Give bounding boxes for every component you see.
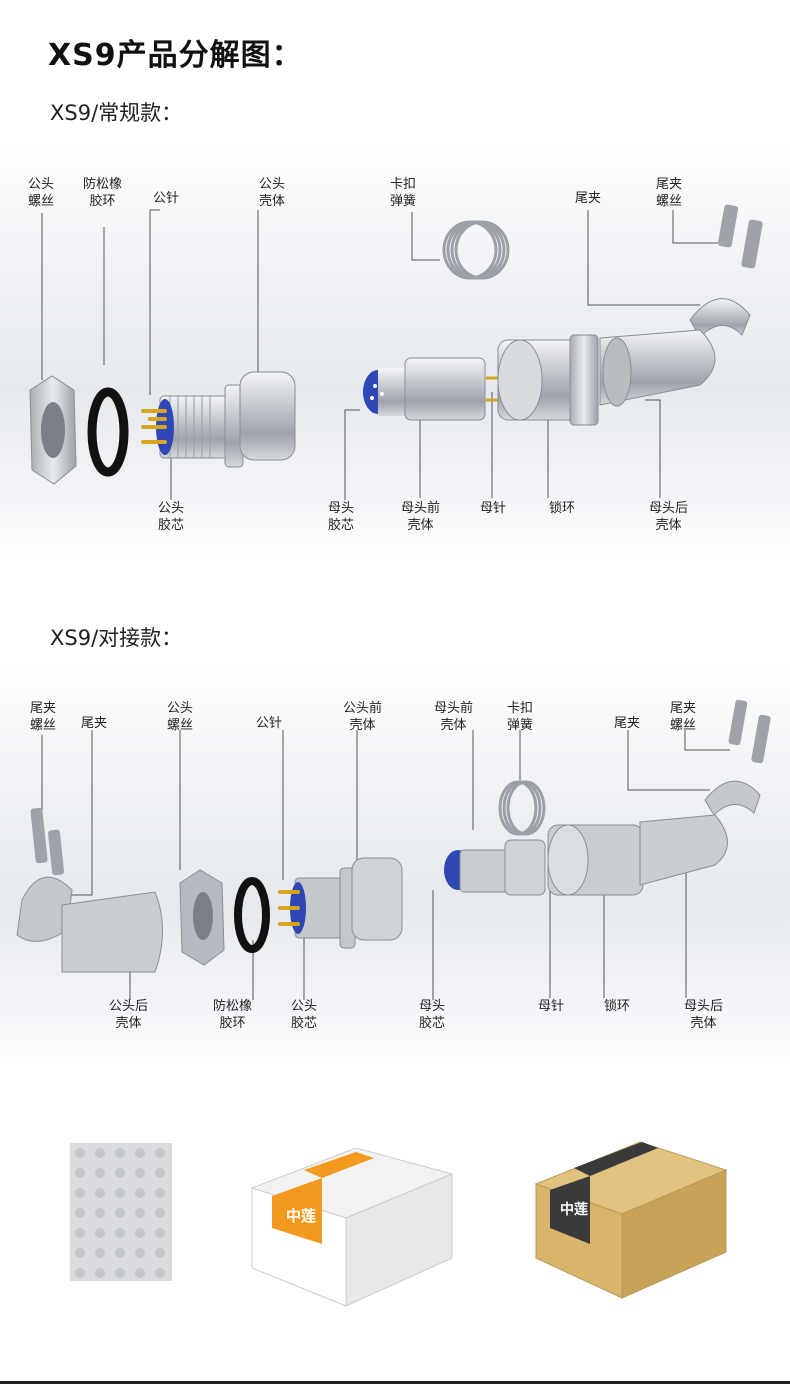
- label-anti-loose-ring: 防松橡 胶环: [83, 177, 123, 209]
- label-female-rear-shell: 母头后 壳体: [649, 501, 689, 533]
- section2-title: XS9/对接款：: [50, 626, 183, 650]
- lock-ring-part: [497, 334, 599, 426]
- male-connector-part: [278, 857, 403, 949]
- male-rear-shell-part: [61, 891, 163, 973]
- female-front-part: [363, 357, 486, 421]
- label-male-insulator-2: 公头 胶芯: [291, 999, 318, 1031]
- label-female-pin-2: 母针: [538, 999, 565, 1014]
- kraft-box: [534, 1141, 728, 1299]
- label-anti-loose-ring-2: 防松橡 胶环: [213, 999, 253, 1031]
- label-female-front-shell-2: 母头前 壳体: [434, 701, 474, 733]
- packaging-bag: [70, 1143, 172, 1281]
- left-screws-part: [30, 807, 65, 876]
- label-tail-clamp-right: 尾夹: [614, 716, 641, 731]
- label-lock-ring: 锁环: [549, 501, 576, 516]
- label-male-nut: 公头 螺丝: [28, 177, 55, 209]
- white-box: [250, 1148, 454, 1307]
- label-male-nut-2: 公头 螺丝: [167, 701, 194, 733]
- right-screw-part: [728, 699, 748, 746]
- exploded-diagram-docking: [16, 699, 771, 1000]
- male-nut-part: [29, 375, 77, 485]
- section1-title: XS9/常规款：: [50, 101, 183, 125]
- spring-part: [498, 780, 546, 836]
- exploded-diagram-standard: [29, 204, 763, 500]
- female-pin-part: [486, 376, 498, 402]
- label-tail-clamp: 尾夹: [575, 191, 602, 206]
- label-female-rear-shell-2: 母头后 壳体: [684, 999, 724, 1031]
- label-male-front-shell: 公头前 壳体: [343, 701, 383, 733]
- label-clip-spring-2: 卡扣 弹簧: [507, 701, 534, 733]
- label-female-insulator: 母头 胶芯: [328, 501, 355, 533]
- label-male-pin-2: 公针: [256, 716, 283, 731]
- page-title: XS9产品分解图：: [48, 38, 303, 73]
- label-female-insulator-2: 母头 胶芯: [419, 999, 446, 1031]
- bottom-divider: [0, 1381, 790, 1384]
- label-female-pin: 母针: [480, 501, 507, 516]
- label-tail-clamp-screw: 尾夹 螺丝: [656, 177, 683, 209]
- label-male-pin: 公针: [153, 191, 180, 206]
- tail-clamp-screws-part: [717, 204, 763, 269]
- kraft-box-logo: 中莲: [560, 1202, 588, 1218]
- anti-loose-ring-part: [87, 387, 129, 477]
- label-female-front-shell: 母头前 壳体: [401, 501, 441, 533]
- label-clip-spring: 卡扣 弹簧: [390, 177, 417, 209]
- right-tail-clamp-part: [704, 780, 761, 816]
- female-front-part: [444, 839, 546, 896]
- label-male-insulator: 公头 胶芯: [158, 501, 185, 533]
- label-tail-clamp-screw-right: 尾夹 螺丝: [670, 701, 697, 733]
- white-box-logo: 中莲: [286, 1207, 317, 1225]
- female-rear-shell-part: [639, 814, 728, 886]
- clip-spring-part: [442, 220, 510, 280]
- label-male-shell: 公头 壳体: [259, 177, 286, 209]
- right-screw-part: [751, 714, 771, 764]
- tail-clamp-part: [689, 298, 751, 338]
- label-tail-clamp-left: 尾夹: [81, 716, 108, 731]
- label-male-rear-shell: 公头后 壳体: [109, 999, 149, 1031]
- male-connector-part: [141, 371, 296, 468]
- label-tail-clamp-screw-left: 尾夹 螺丝: [30, 701, 57, 733]
- label-lock-ring-2: 锁环: [604, 999, 631, 1014]
- o-ring-part: [234, 877, 270, 953]
